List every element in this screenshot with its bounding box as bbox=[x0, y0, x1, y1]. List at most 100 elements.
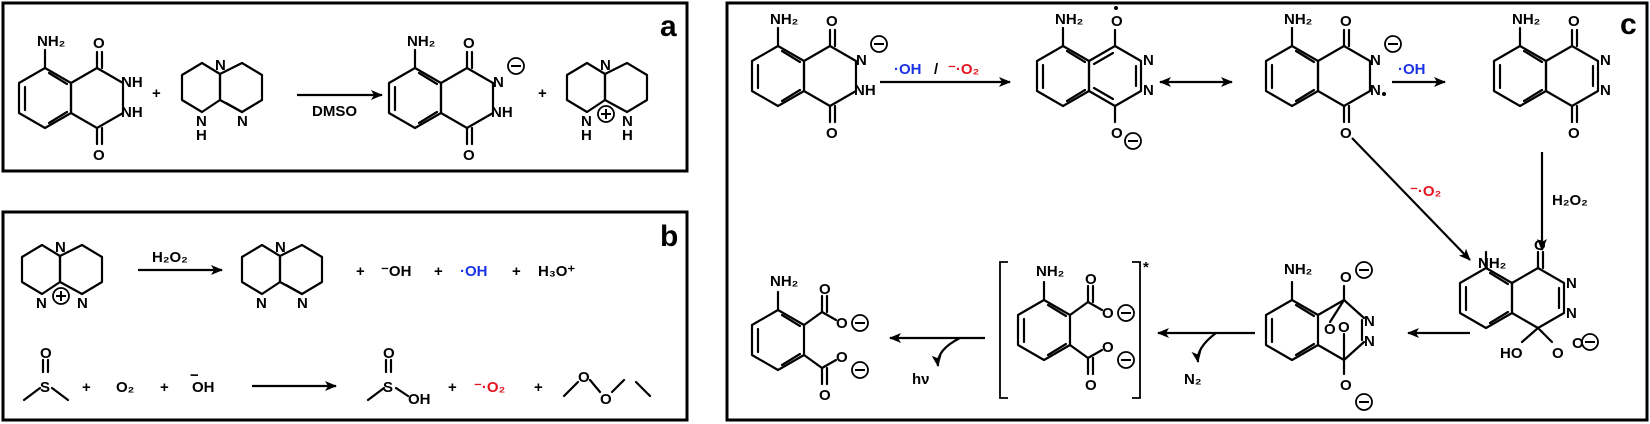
carbonyl-o-label: O bbox=[819, 281, 831, 298]
carbonyl-o-label: O bbox=[1568, 125, 1580, 142]
carbonyl-o-label: O bbox=[463, 35, 475, 52]
nh2-label: NH₂ bbox=[37, 33, 65, 50]
plus-sign: + bbox=[160, 379, 169, 396]
nh2-label: NH₂ bbox=[407, 33, 435, 50]
luminol-anion-molecule: NH₂ O O N NH bbox=[750, 11, 888, 142]
carbonyl-o-label: O bbox=[93, 35, 105, 52]
plus-sign: + bbox=[534, 379, 543, 396]
n-label: N bbox=[600, 57, 611, 74]
panel-a-frame bbox=[1, 1, 689, 173]
h-label: H bbox=[622, 127, 633, 144]
oxygen-label: O bbox=[578, 369, 590, 386]
anion-charge-circle bbox=[851, 314, 869, 332]
curved-byproduct-arrow bbox=[931, 337, 961, 367]
anionic-o-label: O bbox=[1111, 125, 1123, 142]
sulfur-label: S bbox=[40, 379, 50, 396]
anionic-o-label: O bbox=[1102, 339, 1114, 356]
anionic-o-label: O bbox=[836, 349, 848, 366]
plus-sign: + bbox=[152, 85, 161, 102]
panel-c-letter: c bbox=[1620, 8, 1637, 41]
nh-label: N bbox=[77, 295, 88, 312]
h-label: H bbox=[581, 127, 592, 144]
peroxide-o-label: O bbox=[1552, 345, 1564, 362]
nh2-label: NH₂ bbox=[1478, 255, 1506, 272]
hydroxyl-label: HO bbox=[1500, 345, 1523, 362]
nh2-label: NH₂ bbox=[1284, 261, 1312, 278]
anion-charge-circle bbox=[1117, 304, 1135, 322]
oxygen-label: O bbox=[40, 345, 52, 362]
radical-o-label: O bbox=[1111, 13, 1123, 30]
peroxide-o-label: O bbox=[1572, 335, 1584, 352]
excited-aminophthalate-molecule: NH₂ O O O O bbox=[1016, 263, 1135, 394]
n-label: N bbox=[1143, 52, 1154, 69]
nh2-label: NH₂ bbox=[770, 273, 798, 290]
carbonyl-o-label: O bbox=[819, 387, 831, 404]
superoxide-label: ⁻·O₂ bbox=[474, 379, 505, 396]
n-label: N bbox=[196, 113, 207, 130]
panel-c-frame bbox=[725, 1, 1649, 422]
anion-charge-circle bbox=[1117, 351, 1135, 369]
negative-charge: − bbox=[190, 367, 199, 384]
peroxide-o-label: O bbox=[1324, 321, 1336, 338]
superoxide-label: ⁻·O₂ bbox=[1410, 183, 1441, 200]
n-label: N bbox=[275, 239, 286, 256]
anion-charge-circle bbox=[507, 57, 525, 75]
tbdh-cation-molecule: N H N H N bbox=[565, 57, 649, 144]
peroxide-o-label: O bbox=[1338, 319, 1350, 336]
nh2-label: NH₂ bbox=[1284, 11, 1312, 28]
anion-charge-circle bbox=[1124, 132, 1142, 150]
panel-a-letter: a bbox=[660, 10, 677, 43]
carbonyl-o-label: O bbox=[1085, 377, 1097, 394]
cation-charge-circle bbox=[597, 105, 615, 123]
plus-sign: + bbox=[538, 85, 547, 102]
h2o2-label: H₂O₂ bbox=[1552, 192, 1588, 209]
n-label: N bbox=[622, 113, 633, 130]
excited-state-star: * bbox=[1143, 259, 1149, 276]
azaquinone-molecule: NH₂ O O N N bbox=[1492, 11, 1611, 142]
carbonyl-o-label: O bbox=[826, 125, 838, 142]
carbonyl-o-label: O bbox=[1534, 237, 1546, 254]
nitrogen-gas-label: N₂ bbox=[1184, 371, 1202, 388]
left-bracket bbox=[999, 261, 1008, 399]
sulfur-label: S bbox=[383, 379, 393, 396]
slash-separator: / bbox=[934, 61, 939, 78]
anionic-o-label: O bbox=[1102, 305, 1114, 322]
anion-charge-circle bbox=[851, 361, 869, 379]
n-label: N bbox=[1600, 52, 1611, 69]
dmso-label: DMSO bbox=[312, 103, 357, 120]
carbonyl-o-label: O bbox=[1085, 271, 1097, 288]
nh-label: NH bbox=[121, 104, 143, 121]
hydroxide-label: ⁻OH bbox=[381, 263, 411, 280]
nh2-label: NH₂ bbox=[1512, 11, 1540, 28]
radical-dot bbox=[1382, 92, 1386, 96]
h-label: H bbox=[196, 127, 207, 144]
carbonyl-o-label: O bbox=[826, 13, 838, 30]
nh-label: NH bbox=[491, 104, 513, 121]
anion-charge-circle bbox=[1581, 333, 1599, 351]
n-label: N bbox=[1370, 82, 1381, 99]
n-label: N bbox=[1143, 82, 1154, 99]
tbdh-cation-molecule: N N N bbox=[20, 239, 104, 312]
panel-b-frame bbox=[1, 210, 689, 422]
oxygen-label: O bbox=[383, 345, 395, 362]
right-bracket bbox=[1132, 261, 1141, 399]
n-label: N bbox=[493, 74, 504, 91]
n-label: N bbox=[581, 113, 592, 130]
carbonyl-o-label: O bbox=[1340, 125, 1352, 142]
n-label: N bbox=[1370, 52, 1381, 69]
plus-sign: + bbox=[82, 379, 91, 396]
anion-charge-circle bbox=[1384, 35, 1402, 53]
endoperoxide-molecule: NH₂ O O O N N O bbox=[1264, 261, 1375, 411]
nh2-label: NH₂ bbox=[770, 11, 798, 28]
n-label: N bbox=[856, 52, 867, 69]
panel-b-letter: b bbox=[660, 220, 678, 253]
dmso-molecule: S O bbox=[22, 345, 70, 402]
hydroxyl-radical-label: ·OH bbox=[1398, 61, 1426, 78]
superoxide-label: ⁻·O₂ bbox=[948, 61, 979, 78]
nh2-label: NH₂ bbox=[1036, 263, 1064, 280]
hydroperoxide-adduct-molecule: NH₂ O N N HO O O bbox=[1458, 237, 1599, 362]
hydroxyl-label: OH bbox=[408, 391, 431, 408]
aminophthalate-molecule: NH₂ O O O O bbox=[750, 273, 869, 404]
n-label: N bbox=[1364, 333, 1375, 350]
